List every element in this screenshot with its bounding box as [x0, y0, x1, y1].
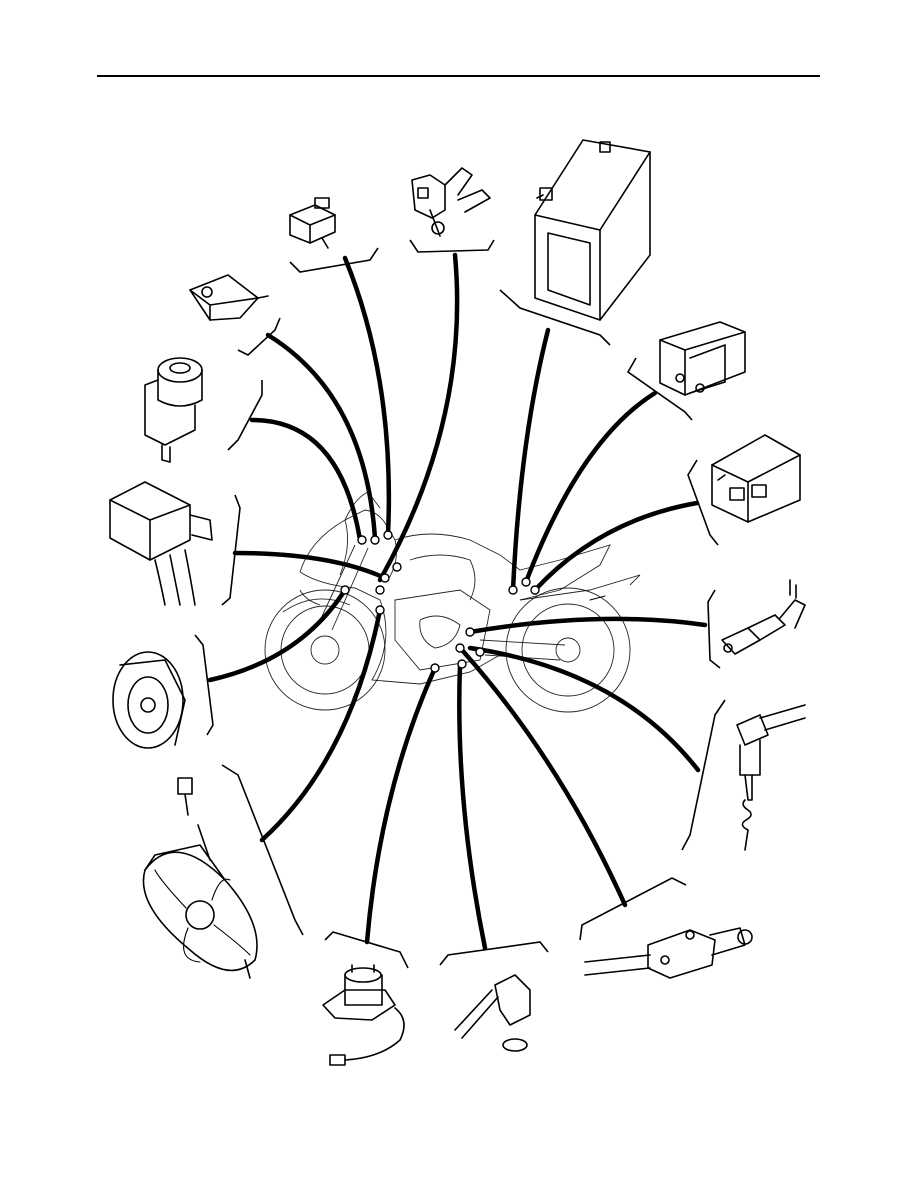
- main-switch-icon: [145, 358, 202, 462]
- leader-lines: [210, 255, 705, 948]
- speed-sensor-callout: [440, 942, 548, 1051]
- throttle-position-sensor-callout: [410, 168, 494, 252]
- neutral-switch-callout: [580, 878, 752, 978]
- horn-callout: [113, 635, 213, 748]
- fuse-box-callout: [688, 435, 800, 545]
- speed-sensor-icon: [455, 975, 530, 1051]
- front-brake-light-switch-icon: [290, 198, 335, 248]
- clutch-switch-icon: [190, 275, 268, 320]
- throttle-position-sensor-icon: [412, 168, 490, 236]
- fuel-sender-icon: [323, 965, 404, 1065]
- horn-icon: [113, 652, 185, 748]
- neutral-switch-icon: [585, 928, 752, 978]
- ignition-coil-icon: [110, 482, 212, 605]
- main-switch-callout: [145, 358, 262, 462]
- starter-relay-callout: [628, 322, 745, 420]
- fuel-sender-callout: [323, 932, 408, 1065]
- radiator-fan-motor-callout: [143, 765, 303, 978]
- clutch-switch-callout: [190, 275, 280, 355]
- spark-plug-cap-callout: [708, 580, 805, 668]
- oil-level-switch-callout: [682, 700, 805, 850]
- battery-icon: [535, 140, 650, 320]
- radiator-fan-motor-icon: [143, 778, 257, 978]
- rear-brake-light-switch-marker: [590, 596, 605, 600]
- spark-plug-cap-icon: [722, 580, 805, 654]
- starter-relay-icon: [660, 322, 745, 395]
- ignition-coil-callout: [110, 482, 240, 605]
- front-brake-light-switch-callout: [290, 198, 378, 272]
- oil-level-switch-icon: [737, 705, 805, 850]
- fuse-box-icon: [712, 435, 800, 522]
- battery-callout: [500, 140, 650, 345]
